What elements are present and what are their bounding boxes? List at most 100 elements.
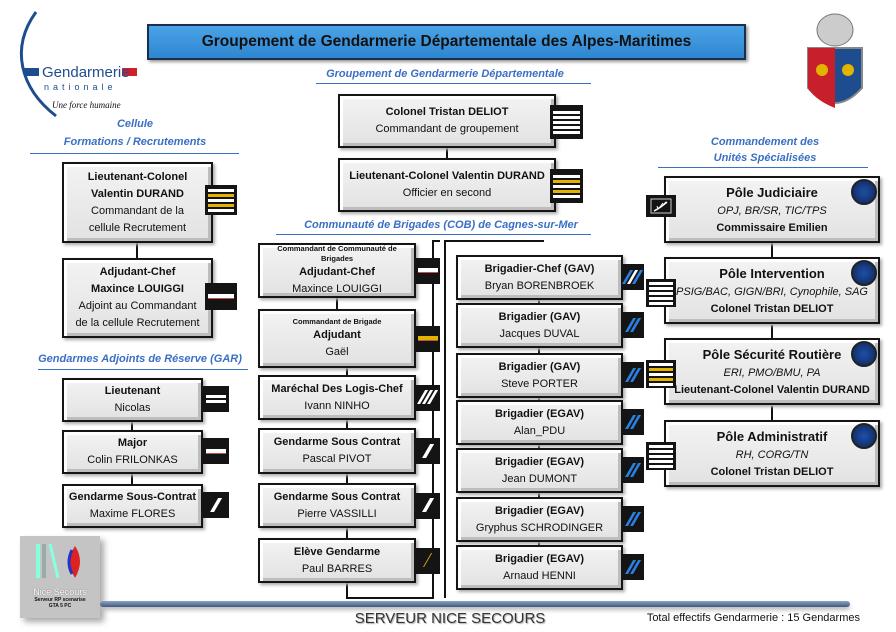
- brigadier-rank-insignia-icon: [621, 457, 644, 483]
- box-line: Commissaire Emilien: [716, 221, 828, 234]
- nice-logo-sub2: GTA 5 PC: [48, 603, 72, 609]
- major-rank-insignia-icon: [203, 438, 229, 464]
- box-line: Colonel Tristan DELIOT: [710, 302, 834, 315]
- nice-secours-logo: Nice Secours Serveur RP scenarise GTA 5 …: [20, 536, 100, 618]
- footer-divider: [100, 601, 850, 607]
- page-title: Groupement de Gendarmerie Départementale…: [147, 24, 746, 60]
- brigadier-rank-insignia-icon: [621, 362, 644, 388]
- box-line: Gendarme Sous Contrat: [273, 436, 401, 448]
- logo-tagline: Une force humaine: [52, 100, 121, 110]
- cob-heading: Communauté de Brigades (COB) de Cagnes-s…: [304, 219, 578, 231]
- divider: [658, 167, 868, 168]
- connector-line: [446, 148, 448, 158]
- divider: [276, 234, 591, 235]
- box-line: Maxime FLORES: [89, 508, 176, 520]
- box-line: Nicolas: [114, 402, 151, 414]
- box-line: Adjudant: [313, 328, 361, 341]
- box-line: Pierre VASSILLI: [297, 507, 377, 520]
- box-line: Commandant de Communauté de Brigades: [277, 243, 397, 263]
- connector-line: [771, 243, 773, 257]
- gendarme-rank-insignia-icon: [203, 492, 229, 518]
- nice-logo-name: Nice Secours: [33, 587, 87, 597]
- lieutenant-colonel-rank-insignia-icon: [646, 360, 676, 388]
- box-cob-col2-2[interactable]: Brigadier (GAV)Steve PORTER: [456, 353, 623, 398]
- box-line: cellule Recrutement: [88, 221, 187, 234]
- server-name: SERVEUR NICE SECOURS: [354, 610, 546, 627]
- box-cob-col2-1[interactable]: Brigadier (GAV) Jacques DUVAL: [456, 303, 623, 348]
- unites-heading: Unités Spécialisées: [713, 152, 817, 164]
- gendarme-rank-insignia-icon: [415, 492, 440, 519]
- gar-heading: Gendarmes Adjoints de Réserve (GAR): [38, 353, 242, 365]
- colonel-rank-insignia-icon: [646, 442, 676, 470]
- box-line: Brigadier (GAV): [498, 360, 581, 373]
- logo-name: Gendarmerie: [42, 64, 130, 81]
- brigadier-rank-insignia-icon: [621, 409, 644, 435]
- box-line: Jacques DUVAL: [499, 327, 580, 340]
- box-cob-col2-5[interactable]: Brigadier (EGAV)Gryphus SCHRODINGER: [456, 497, 623, 542]
- colonel-rank-insignia-icon: [550, 105, 583, 139]
- box-line: Brigadier (GAV): [498, 310, 581, 323]
- grenade-seal-icon: [851, 423, 877, 449]
- formations-heading: Formations / Recrutements: [63, 136, 207, 148]
- connector-line: [444, 240, 544, 242]
- brigadier-rank-insignia-icon: [621, 312, 644, 338]
- divider: [316, 83, 591, 84]
- divider: [38, 369, 248, 370]
- box-line: Ivann NINHO: [304, 399, 370, 412]
- box-cob-col2-6[interactable]: Brigadier (EGAV)Arnaud HENNI: [456, 545, 623, 590]
- box-line: Commandant de Brigade: [292, 316, 382, 326]
- brigadier-rank-insignia-icon: [621, 554, 644, 580]
- road-safety-seal-icon: [851, 341, 877, 367]
- connector-line: [444, 240, 446, 598]
- lieutenant-colonel-rank-insignia-icon: [205, 185, 237, 215]
- connector-line: [432, 240, 440, 242]
- box-line: Colin FRILONKAS: [87, 454, 178, 466]
- box-cob-col2-3[interactable]: Brigadier (EGAV)Alan_PDU: [456, 400, 623, 445]
- box-line: Gaël: [325, 345, 349, 358]
- connector-line: [771, 325, 773, 338]
- box-line: Bryan BORENBROEK: [484, 279, 595, 292]
- gendarmerie-crest-icon: [800, 8, 870, 118]
- commissaire-rank-insignia-icon: [646, 195, 676, 217]
- connector-line: [346, 597, 434, 599]
- box-line: Pascal PIVOT: [302, 453, 372, 465]
- nice-secours-emblem-icon: [36, 543, 80, 579]
- box-line: Paul BARRES: [301, 562, 373, 575]
- colonel-rank-insignia-icon: [646, 279, 676, 307]
- box-line: de la cellule Recrutement: [75, 317, 200, 329]
- box-line: Commandant de groupement: [375, 123, 519, 135]
- box-cob-col2-4[interactable]: Brigadier (EGAV)Jean DUMONT: [456, 448, 623, 493]
- box-line: Pôle Judiciaire: [726, 184, 818, 200]
- box-line: Major: [117, 437, 148, 449]
- box-line: Lieutenant-Colonel: [87, 170, 188, 183]
- box-cob-col2-0[interactable]: Brigadier-Chef (GAV)Bryan BORENBROEK: [456, 255, 623, 300]
- box-line: Colonel Tristan DELIOT: [710, 465, 834, 478]
- commandement-heading: Commandement des: [710, 136, 820, 148]
- gendarme-rank-insignia-icon: [415, 438, 440, 464]
- lieutenant-colonel-rank-insignia-icon: [550, 169, 583, 203]
- adjudant-rank-insignia-icon: [415, 325, 440, 352]
- groupement-heading: Groupement de Gendarmerie Départementale: [326, 68, 564, 80]
- box-line: Valentin DURAND: [91, 187, 184, 200]
- connector-line: [131, 422, 133, 430]
- nice-logo-sub: Serveur RP scenarise: [34, 597, 86, 603]
- box-line: Adjudant-Chef: [99, 266, 176, 278]
- box-line: Arnaud HENNI: [503, 569, 576, 582]
